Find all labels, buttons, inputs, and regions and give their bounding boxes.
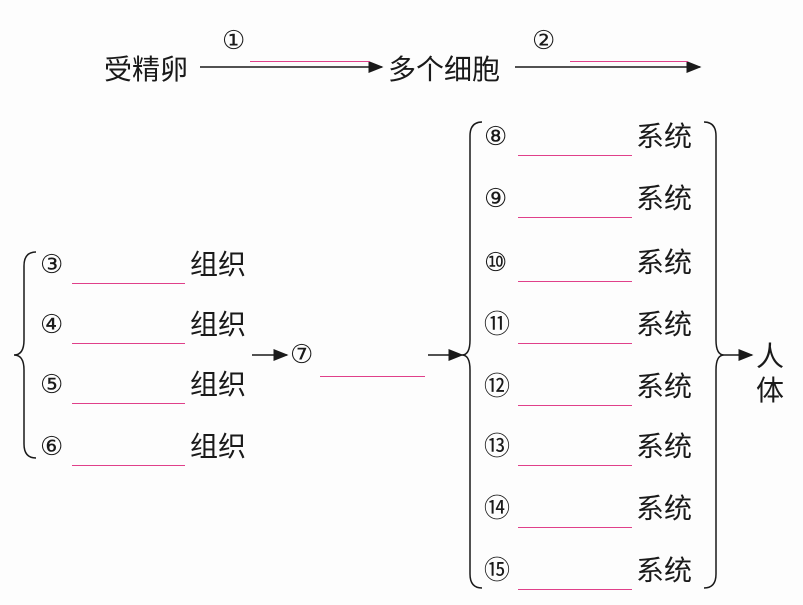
- systems-number: ⑩: [484, 248, 508, 278]
- systems-blank[interactable]: [518, 343, 632, 344]
- systems-blank[interactable]: [518, 281, 632, 282]
- blank-1[interactable]: [250, 61, 370, 62]
- tissues-blank[interactable]: [72, 465, 185, 466]
- tissues-number: ⑤: [40, 370, 64, 400]
- systems-blank[interactable]: [518, 405, 632, 406]
- systems-suffix: 系统: [636, 182, 693, 215]
- systems-number: ⑧: [484, 122, 508, 152]
- systems-suffix: 系统: [636, 554, 693, 587]
- systems-left-brace: [461, 121, 483, 589]
- systems-right-brace: [703, 121, 725, 589]
- systems-blank[interactable]: [518, 589, 632, 590]
- tissues-suffix: 组织: [190, 248, 247, 281]
- step-1-number: ①: [222, 26, 246, 56]
- systems-number: ⑫: [484, 372, 511, 402]
- systems-number: ⑬: [484, 432, 511, 462]
- blank-2[interactable]: [570, 61, 688, 62]
- systems-number: ⑨: [484, 184, 508, 214]
- tissues-blank[interactable]: [72, 283, 185, 284]
- tissues-blank[interactable]: [72, 343, 185, 344]
- systems-suffix: 系统: [636, 370, 693, 403]
- tissues-suffix: 组织: [190, 368, 247, 401]
- tissues-blank[interactable]: [72, 403, 185, 404]
- step-2-number: ②: [532, 26, 556, 56]
- organ-number: ⑦: [290, 340, 314, 370]
- systems-suffix: 系统: [636, 430, 693, 463]
- systems-blank[interactable]: [518, 155, 632, 156]
- systems-suffix: 系统: [636, 120, 693, 153]
- multiple-cells: 多个细胞: [388, 53, 501, 86]
- human-body: 人体: [756, 340, 785, 407]
- systems-suffix: 系统: [636, 492, 693, 525]
- systems-number: ⑭: [484, 494, 511, 524]
- systems-suffix: 系统: [636, 308, 693, 341]
- systems-number: ⑪: [484, 310, 511, 340]
- tissues-suffix: 组织: [190, 430, 247, 463]
- systems-blank[interactable]: [518, 217, 632, 218]
- blank-7[interactable]: [320, 376, 425, 377]
- systems-blank[interactable]: [518, 527, 632, 528]
- tissues-number: ④: [40, 310, 64, 340]
- systems-suffix: 系统: [636, 246, 693, 279]
- systems-blank[interactable]: [518, 465, 632, 466]
- left-brace: [13, 251, 37, 459]
- systems-number: ⑮: [484, 556, 511, 586]
- tissues-suffix: 组织: [190, 308, 247, 341]
- tissues-number: ⑥: [40, 432, 64, 462]
- tissues-number: ③: [40, 250, 64, 280]
- fertilized-egg: 受精卵: [104, 53, 189, 86]
